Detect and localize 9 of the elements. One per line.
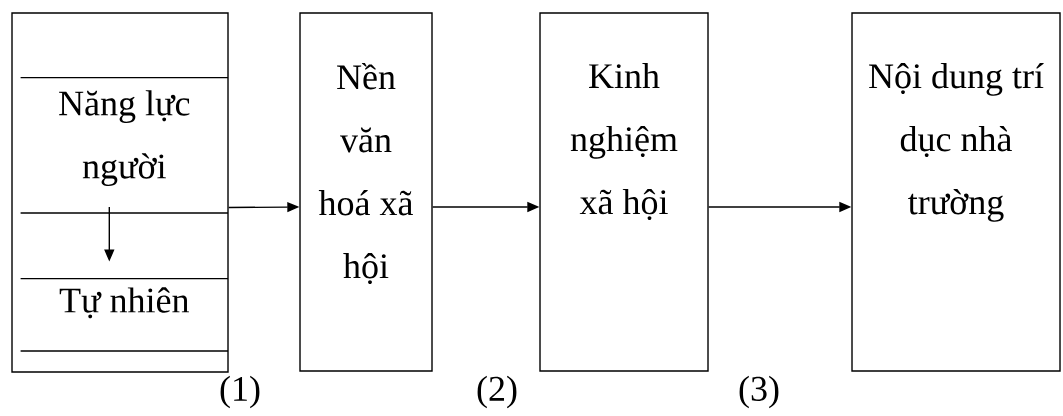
step-number: (1) [220, 375, 260, 409]
process-box: Kinh nghiệm xã hội [539, 12, 709, 372]
step-number: (2) [477, 375, 517, 409]
process-box: Nội dung trí dục nhà trường [851, 12, 1061, 372]
step-number: (3) [739, 375, 779, 409]
band: Tự nhiên [19, 277, 229, 352]
frame-box [11, 12, 229, 373]
band: Năng lực người [19, 76, 229, 214]
process-box: Nền văn hoá xã hội [299, 12, 433, 372]
